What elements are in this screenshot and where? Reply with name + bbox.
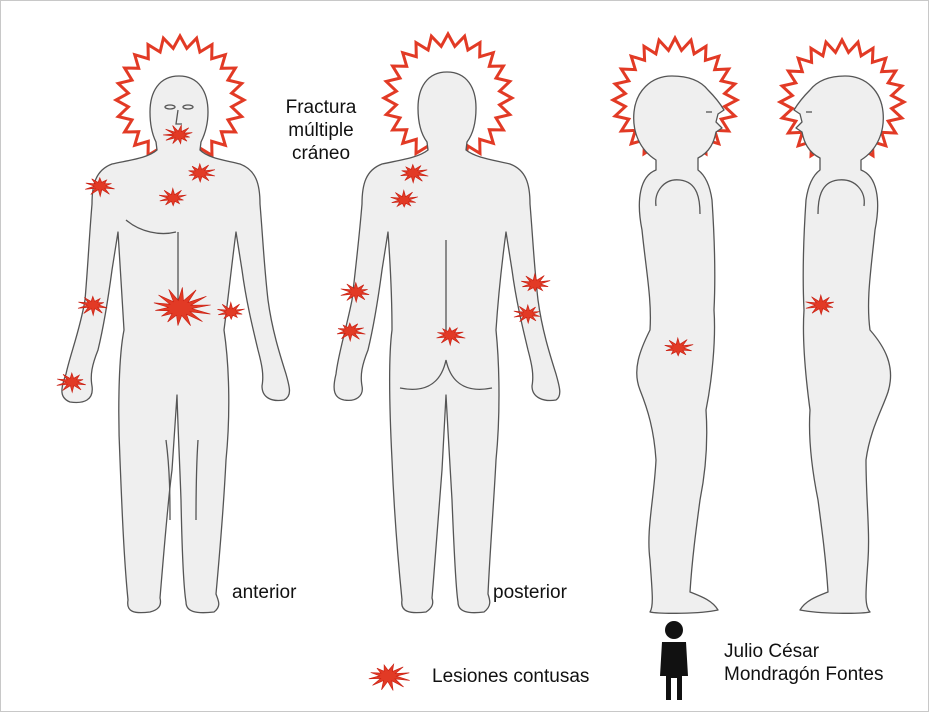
red-starburst-icon [369, 664, 410, 690]
annotation-line-1: Fractura [274, 96, 368, 119]
skull-fracture-annotation: Fractura múltiple cráneo [274, 96, 368, 165]
person-name-line-2: Mondragón Fontes [724, 663, 884, 686]
figure-side-left [780, 40, 904, 613]
person-name-line-1: Julio César [724, 640, 884, 663]
view-label-anterior: anterior [232, 581, 296, 604]
legend-contusion-label: Lesiones contusas [432, 665, 589, 688]
figure-side-right [613, 38, 737, 613]
annotation-line-2: múltiple [274, 119, 368, 142]
legend [369, 621, 688, 700]
person-silhouette-icon [660, 621, 688, 700]
legend-person-name: Julio César Mondragón Fontes [724, 640, 884, 686]
side-left-body-outline [794, 76, 891, 613]
view-label-posterior: posterior [493, 581, 567, 604]
annotation-line-3: cráneo [274, 142, 368, 165]
anterior-body-outline [62, 76, 290, 613]
figure-anterior [57, 36, 290, 613]
